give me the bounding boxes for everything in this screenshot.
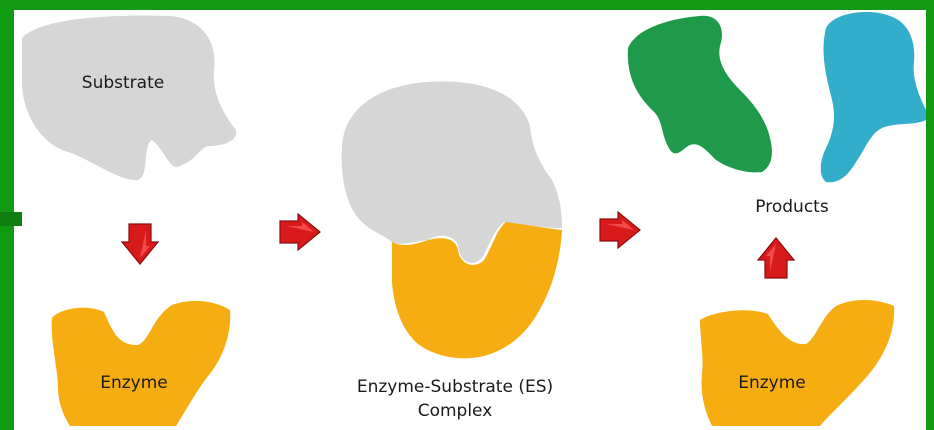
- substrate-shape: [22, 16, 236, 181]
- frame-top-bar: [0, 0, 934, 10]
- arrow-up-icon: [758, 238, 794, 278]
- enzyme-shape-right: [700, 300, 894, 426]
- complex-label-line2: Complex: [330, 400, 580, 422]
- arrow-right-icon: [600, 212, 640, 248]
- enzyme-shape-left: [52, 301, 231, 426]
- frame-right-bar: [926, 0, 934, 430]
- enzyme-left-label: Enzyme: [84, 372, 184, 394]
- products-label: Products: [736, 196, 848, 218]
- substrate-label: Substrate: [68, 72, 178, 94]
- complex-label-line1: Enzyme-Substrate (ES): [330, 376, 580, 398]
- arrow-down-icon: [122, 224, 158, 264]
- product-blue-shape: [821, 12, 926, 182]
- product-green-shape: [628, 16, 772, 173]
- enzyme-right-label: Enzyme: [722, 372, 822, 394]
- frame-left-accent: [0, 212, 22, 226]
- arrow-right-icon: [280, 214, 320, 250]
